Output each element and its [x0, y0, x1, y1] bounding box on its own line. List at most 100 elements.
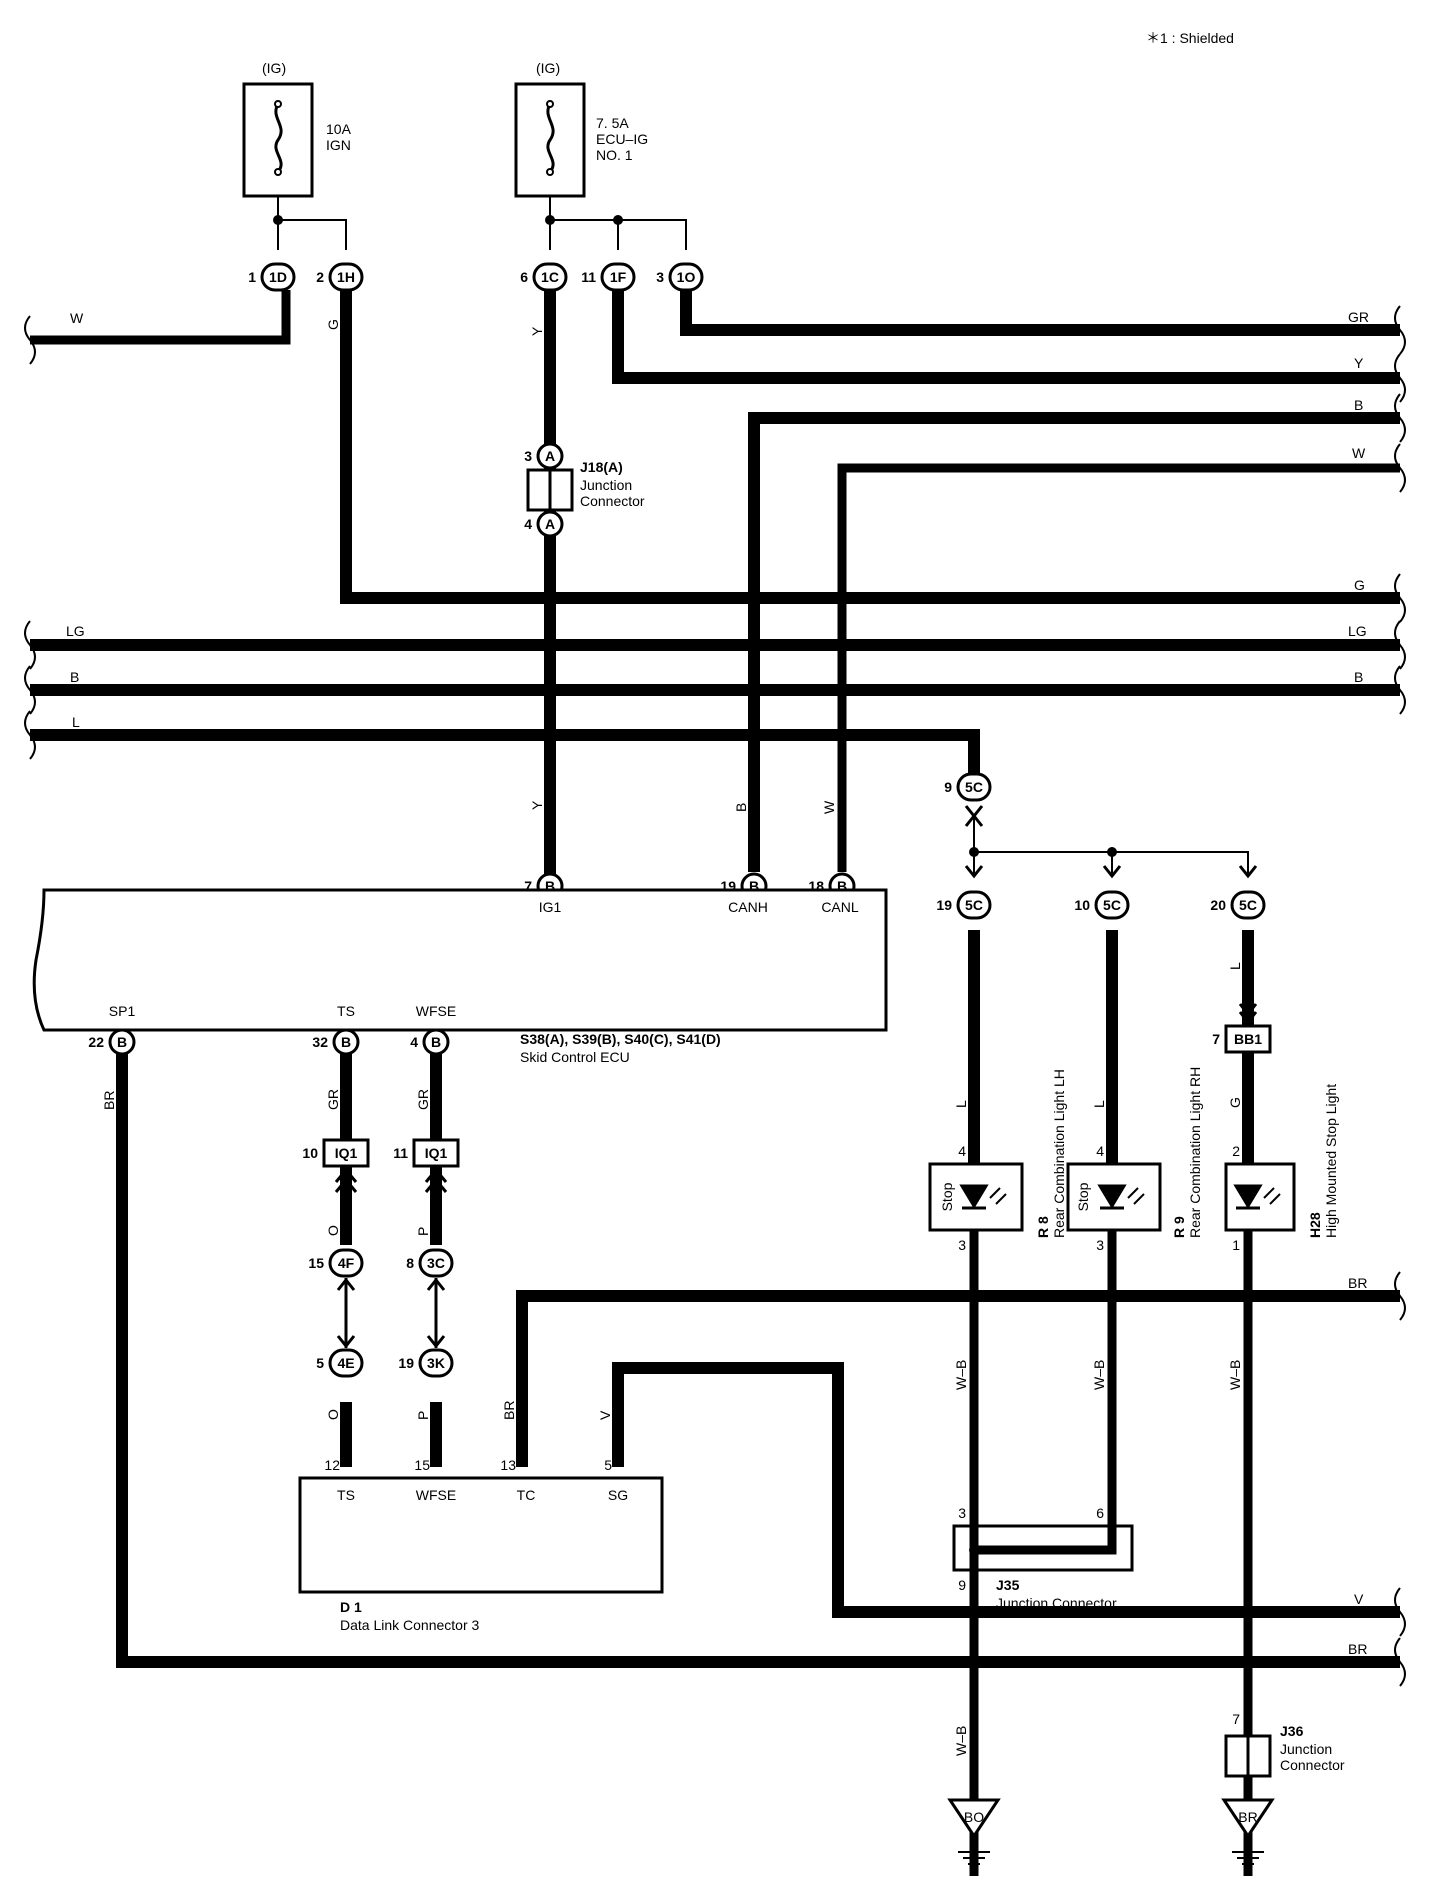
- led-icon: [1233, 1184, 1263, 1210]
- j35-pin-b: 6: [1096, 1505, 1104, 1521]
- fuse-ecu-rating: 7. 5A: [596, 115, 629, 131]
- wire-color: V: [1354, 1591, 1364, 1607]
- ground-bo: BO: [947, 1798, 1001, 1865]
- wire-color: W: [70, 310, 84, 326]
- svg-text:7: 7: [524, 878, 532, 894]
- arrow-icon: [336, 1277, 446, 1349]
- svg-text:22: 22: [88, 1034, 104, 1050]
- j35-pin-c: 9: [958, 1577, 966, 1593]
- wire-color: G: [1354, 577, 1365, 593]
- connector-iq1-10: IQ1 10: [302, 1138, 370, 1168]
- svg-text:6: 6: [520, 269, 528, 285]
- wire-color: W–B: [1091, 1360, 1107, 1390]
- pin-1d: 1D 1: [248, 262, 296, 292]
- junction-dots: [273, 215, 1117, 1555]
- j35-code: J35: [996, 1577, 1020, 1593]
- svg-text:1C: 1C: [541, 269, 559, 285]
- w-wire-1d: [30, 290, 291, 345]
- j36-name2: Connector: [1280, 1757, 1345, 1773]
- wire-color: W–B: [953, 1726, 969, 1756]
- j35-junction-connector: 3 6 9 J35 Junction Connector: [952, 1505, 1134, 1611]
- svg-text:11: 11: [393, 1145, 408, 1161]
- fuse-ign-icon: [274, 103, 283, 173]
- skid-control-ecu: IG1 CANH CANL SP1 TS WFSE S38(A), S39(B)…: [32, 888, 888, 1065]
- dlc-pin-num: 12: [324, 1457, 340, 1473]
- lamp-r8-name: Rear Combination Light LH: [1051, 1069, 1067, 1238]
- dlc-pin-num: 13: [500, 1457, 516, 1473]
- svg-text:8: 8: [406, 1255, 414, 1271]
- svg-text:5C: 5C: [965, 779, 983, 795]
- wire-color: B: [1354, 397, 1363, 413]
- dlc-pin-tc: TC: [517, 1487, 536, 1503]
- pin-5c-20: 5C 20: [1210, 865, 1266, 920]
- fuse-ign-supply: (IG): [262, 60, 286, 76]
- pin-4f: 4F 15: [308, 1248, 364, 1278]
- dlc-pin-sg: SG: [608, 1487, 628, 1503]
- thick-wires: [30, 290, 1400, 1668]
- svg-text:15: 15: [308, 1255, 324, 1271]
- connector-iq1-11: IQ1 11: [393, 1138, 460, 1168]
- wire-color: G: [1227, 1097, 1243, 1108]
- svg-text:10: 10: [302, 1145, 318, 1161]
- svg-text:IQ1: IQ1: [335, 1145, 358, 1161]
- fuse-ign-name: IGN: [326, 137, 351, 153]
- svg-text:4F: 4F: [338, 1255, 355, 1271]
- arrow-icon: [334, 1167, 358, 1193]
- ecu-pin-wfse: WFSE: [416, 1003, 456, 1019]
- lamp-h28-code: H28: [1307, 1212, 1323, 1238]
- wire-color: Y: [529, 326, 545, 336]
- wire-color: BR: [1348, 1275, 1367, 1291]
- wire-color: GR: [325, 1089, 341, 1110]
- wire-color: W: [821, 800, 837, 814]
- ecu-pin-canl: CANL: [821, 899, 859, 915]
- wire-color: O: [325, 1225, 341, 1236]
- svg-text:A: A: [545, 516, 555, 532]
- pin-1o: 1O 3: [656, 262, 704, 292]
- led-icon: [959, 1184, 989, 1210]
- svg-text:B: B: [749, 878, 759, 894]
- lamp-r9-pin-top: 4: [1096, 1143, 1104, 1159]
- svg-text:B: B: [545, 878, 555, 894]
- pin-5c-19: 5C 19: [936, 865, 992, 920]
- wire-color: B: [1354, 669, 1363, 685]
- fuse-ecu-ig: (IG) 7. 5A ECU–IG NO. 1: [514, 60, 648, 198]
- lamp-r8-pin-top: 4: [958, 1143, 966, 1159]
- pin-5c-10: 5C 10: [1074, 865, 1130, 920]
- wire-color: Y: [1354, 355, 1364, 371]
- wb-wires: [969, 1230, 1253, 1876]
- w-wire-canl: [837, 463, 1400, 872]
- wire-color: BR: [101, 1091, 117, 1110]
- j18-name1: Junction: [580, 477, 632, 493]
- data-link-connector-3: TS WFSE TC SG 12 15 13 5 D 1 Data Link C…: [298, 1457, 664, 1633]
- svg-text:5C: 5C: [1103, 897, 1121, 913]
- lamp-r8-pin-bottom: 3: [958, 1237, 966, 1253]
- svg-text:B: B: [117, 1034, 127, 1050]
- svg-text:5: 5: [316, 1355, 324, 1371]
- j18-junction-connector: A 3 A 4 J18(A) Junction Connector: [524, 442, 645, 538]
- j18-code: J18(A): [580, 459, 623, 475]
- svg-text:20: 20: [1210, 897, 1226, 913]
- fuse-ecu-icon: [546, 103, 555, 173]
- fuse-ecu-name: ECU–IG: [596, 131, 648, 147]
- pin-1h: 1H 2: [316, 262, 364, 292]
- svg-text:1: 1: [248, 269, 256, 285]
- dlc-pin-ts: TS: [337, 1487, 355, 1503]
- ground-icon: [947, 1798, 1001, 1839]
- svg-text:10: 10: [1074, 897, 1090, 913]
- ecu-pin-ts: TS: [337, 1003, 355, 1019]
- wire-color: GR: [1348, 309, 1369, 325]
- pin-ecu-4: B 4: [410, 1028, 450, 1056]
- dlc-name: Data Link Connector 3: [340, 1617, 480, 1633]
- wire-color: W–B: [953, 1360, 969, 1390]
- pin-ecu-32: B 32: [312, 1028, 360, 1056]
- svg-text:3C: 3C: [427, 1255, 445, 1271]
- wire-color: B: [70, 669, 79, 685]
- connector-bb1: BB1 7: [1212, 1003, 1272, 1054]
- lamp-h28-pin-bottom: 1: [1232, 1237, 1240, 1253]
- svg-text:1H: 1H: [337, 269, 355, 285]
- pin-3k: 3K 19: [398, 1348, 454, 1378]
- dlc-code: D 1: [340, 1599, 362, 1615]
- lamp-h28: 2 1 H28 High Mounted Stop Light: [1224, 1084, 1339, 1253]
- pin-1f: 1F 11: [581, 262, 636, 292]
- wire-color: P: [415, 1227, 431, 1236]
